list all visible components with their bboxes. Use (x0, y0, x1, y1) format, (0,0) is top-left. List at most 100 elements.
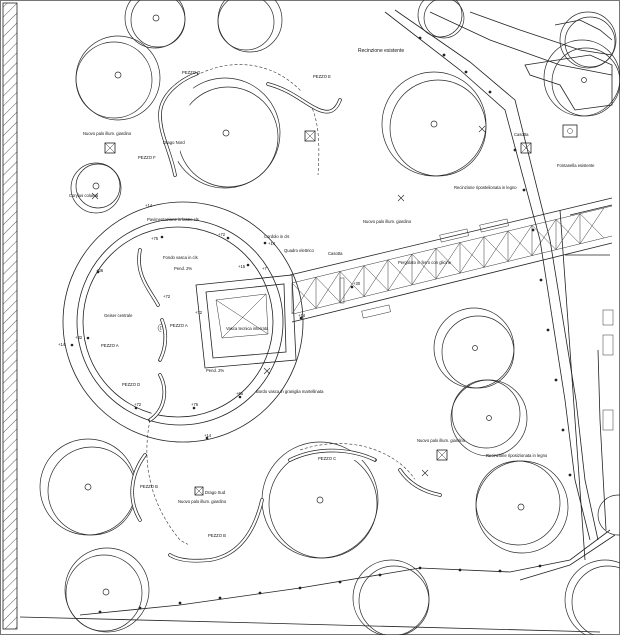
level-label: +75 (151, 236, 159, 241)
label-recinzione-legno-1: Recinzione ripostelionata in legno (454, 185, 517, 190)
fountain-existing (562, 124, 578, 138)
level-label: +72 (218, 232, 226, 237)
label-pergolato: Pergolato in ferro con glicine (398, 260, 452, 265)
label-pezzo-e: PEZZO E (313, 74, 331, 79)
label-quadro: Quadro elettrico (284, 248, 314, 253)
south-fence-2 (519, 534, 616, 581)
pergola (289, 197, 613, 323)
plan-labels: Recinzione esistente PEZZO G PEZZO E Nuo… (58, 48, 595, 538)
tree (564, 559, 620, 635)
pergola-brace (483, 230, 509, 268)
pergola-brace (411, 248, 437, 285)
tree (217, 0, 283, 53)
level-label: +72 (134, 402, 142, 407)
top-right-corner-shape (554, 19, 613, 41)
tree (70, 162, 122, 214)
label-pezzo-b-2: PEZZO B (208, 533, 226, 538)
tree (475, 460, 569, 554)
right-property-line (384, 11, 591, 541)
fountain (62, 201, 304, 443)
tree (39, 438, 137, 536)
label-nuovo-palo-2: Nuovo palo illum. giardino (363, 219, 412, 224)
label-pezzo-b-1: PEZZO B (140, 484, 158, 489)
level-label: +15 (238, 264, 246, 269)
lamp-box (520, 142, 532, 154)
label-fontanella: Fontanella esistente (557, 163, 595, 168)
east-vertical-line (559, 209, 586, 561)
level-label: +14 (204, 433, 212, 438)
label-pezzo-f: PEZZO F (138, 155, 156, 160)
label-drago-nord: Drago Nord (163, 140, 185, 145)
label-pezzo-g: PEZZO G (182, 70, 200, 75)
tree (124, 0, 186, 49)
level-label: +14 (58, 342, 66, 347)
pergola-bench (339, 277, 345, 304)
label-pend-2: Pend. 2% (206, 368, 224, 373)
tree (75, 35, 161, 121)
top-right-path-2 (469, 11, 613, 56)
tree (559, 11, 617, 69)
tree (433, 307, 515, 389)
level-label: +36 (96, 268, 104, 273)
label-drago-sud: Drago Sud (205, 490, 226, 495)
fence-right-edge (597, 349, 607, 531)
right-column-box-3 (602, 309, 614, 326)
pergola-brace (387, 253, 413, 291)
label-nuovo-palo-3: Nuovo palo illum. giardino (417, 438, 466, 443)
lamp-box (104, 142, 116, 154)
label-pavimentazione: Pavimentazione in lastre cls (147, 217, 199, 222)
technical-vault (195, 274, 297, 369)
top-boundary (19, 616, 601, 633)
label-corylus: Corylus colurna (69, 193, 99, 198)
label-nuovo-palo-4: Nuovo palo illum. giardino (178, 499, 227, 504)
label-pezzo-d: PEZZO D (122, 382, 140, 387)
right-column-box (602, 334, 614, 356)
pergola-bench (439, 228, 469, 243)
pergola-brace (555, 213, 581, 250)
label-bordo-vasca: Bordo vasca in graniglia martellinata (256, 389, 324, 394)
label-casetta-top: Casotta (514, 132, 529, 137)
tree (381, 71, 487, 177)
tree (64, 547, 150, 633)
lamp-box (436, 449, 448, 461)
pergola-brace (531, 219, 557, 256)
tree (450, 379, 528, 457)
pergola-brace (339, 265, 365, 303)
label-vasca-tecnica: Vasca tecnica interrata (226, 326, 269, 331)
pergola-brace (291, 277, 317, 315)
level-label: +72 (195, 310, 203, 315)
tree (543, 39, 620, 117)
fence-posts (98, 36, 572, 614)
tree (417, 0, 465, 39)
right-property-line-2 (394, 9, 599, 541)
label-pezzo-a-1: PEZZO A (170, 323, 188, 328)
east-fence-line (569, 204, 613, 216)
small-markers (91, 125, 486, 477)
pergola-brace (579, 207, 605, 244)
level-label: +7 (262, 266, 267, 271)
label-nuovo-palo-1: Nuovo palo illum. giardino (83, 131, 132, 136)
label-pezzo-a-2: PEZZO A (101, 343, 119, 348)
level-label: +30 (353, 281, 361, 286)
top-right-path (429, 11, 613, 76)
top-right-bench-outline (524, 54, 613, 111)
pergola-bench (479, 218, 509, 233)
level-label: +14 (145, 203, 153, 208)
lamp-box (304, 130, 316, 142)
level-label: +32 (75, 335, 83, 340)
right-column-box-2 (602, 409, 614, 431)
level-markers (70, 235, 354, 440)
label-pezzo-c: PEZZO C (318, 456, 336, 461)
pergola-brace (315, 271, 341, 309)
label-recinzione-esistente: Recinzione esistente (358, 48, 404, 54)
level-label: +65 (236, 391, 244, 396)
pergola-brace (459, 236, 485, 274)
level-label: +14 (298, 313, 306, 318)
pergola-brace (507, 225, 533, 262)
pergola-bench (361, 304, 391, 319)
level-label: +75 (191, 402, 199, 407)
level-label: +14 (268, 241, 276, 246)
label-cordolo: Cordolo in cls (264, 234, 289, 239)
tree (352, 559, 430, 635)
